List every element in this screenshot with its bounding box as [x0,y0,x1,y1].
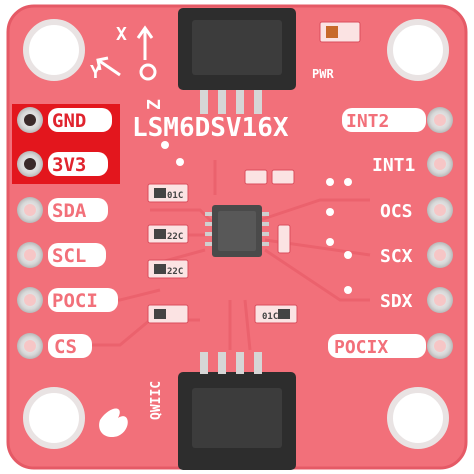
pin-label-scl: SCL [52,245,86,267]
pin-label-poci: POCI [52,290,98,312]
right-label-plates [328,108,426,358]
pin-label-gnd: GND [52,110,86,132]
pin-label-pocix: POCIX [334,337,388,358]
resistor-code-1: 01C [167,191,183,201]
qwiic-connector-top [178,8,296,114]
pin-label-int1: INT1 [372,155,415,176]
resistor-code-2: 22C [167,232,183,242]
smd-components [147,21,361,324]
sparkfun-flame-logo [99,408,128,438]
pin-label-scx: SCX [380,246,413,267]
pin-label-cs: CS [54,336,77,358]
mounting-holes [23,19,449,449]
axis-y-label: Y [90,62,101,83]
axis-z-label: Z [144,99,165,110]
resistor-code-3: 22C [167,267,183,277]
resistor-code-4: 01C [262,312,278,322]
qwiic-label: QWIIC [149,381,164,420]
axis-x-label: X [116,24,127,45]
lsm6dsv16x-chip [205,205,269,257]
qwiic-connector-bottom [178,352,296,470]
pin-label-3v3: 3V3 [52,154,86,176]
power-led-label: PWR [312,67,334,81]
pin-label-int2: INT2 [346,111,389,132]
left-pads [17,107,43,359]
pin-label-sda: SDA [52,200,87,222]
right-pads [427,107,453,359]
left-label-plates [48,108,118,358]
board-title: LSM6DSV16X [132,113,289,143]
pin-label-sdx: SDX [380,291,413,312]
pin-label-ocs: OCS [380,201,413,222]
axis-orientation-marks [96,25,157,81]
